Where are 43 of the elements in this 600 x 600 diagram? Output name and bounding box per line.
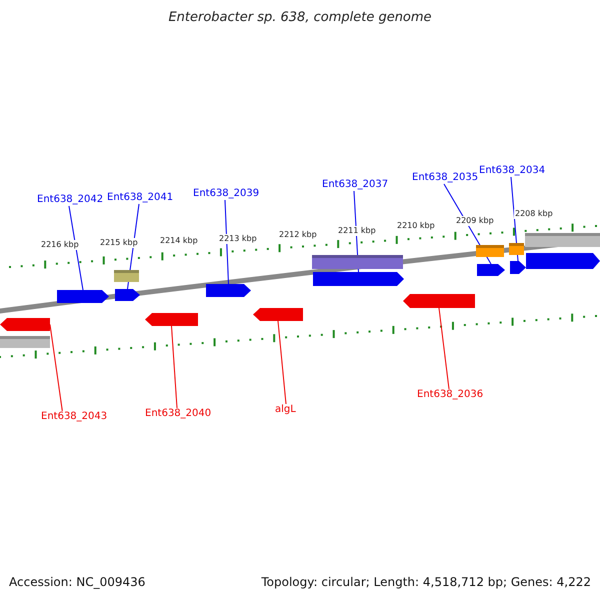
scale-label: 2214 kbp bbox=[159, 236, 199, 246]
feature-bar bbox=[114, 270, 139, 282]
feature-bar bbox=[525, 233, 600, 247]
feature-bar bbox=[0, 336, 50, 348]
footer-text: Topology: circular; Length: 4,518,712 bp; Genes: 4,222 bbox=[261, 575, 591, 589]
leader-line bbox=[510, 176, 518, 262]
scale-label: 2212 kbp bbox=[278, 230, 318, 240]
scale-label: 2210 kbp bbox=[396, 221, 436, 231]
gene-symbol bbox=[57, 290, 109, 303]
scale-label: 2216 kbp bbox=[40, 240, 80, 250]
gene-label: Ent638_2035 bbox=[412, 172, 478, 184]
leader-line bbox=[224, 200, 229, 284]
gene-symbol bbox=[206, 284, 251, 297]
footer-text: Accession: NC_009436 bbox=[9, 575, 146, 589]
gene-label: Ent638_2037 bbox=[322, 179, 388, 191]
gene-symbol bbox=[477, 264, 505, 276]
leader-line bbox=[278, 320, 286, 404]
gene-symbol bbox=[403, 294, 475, 308]
leader-line bbox=[438, 308, 450, 390]
gene-label: Ent638_2040 bbox=[145, 408, 212, 420]
gene-label: Ent638_2036 bbox=[417, 389, 484, 401]
scale-label: 2209 kbp bbox=[455, 216, 495, 226]
diagram-title: Enterobacter sp. 638, complete genome bbox=[167, 10, 433, 25]
gene-label: algL bbox=[275, 404, 296, 416]
scale-label: 2215 kbp bbox=[99, 238, 139, 248]
gene-symbol bbox=[313, 272, 404, 286]
gene-label: Ent638_2041 bbox=[107, 192, 174, 204]
scale-label: 2213 kbp bbox=[218, 234, 258, 244]
leader-line bbox=[171, 326, 178, 408]
gene-symbol bbox=[0, 318, 50, 331]
scale-label: 2208 kbp bbox=[514, 209, 554, 219]
gene-symbol bbox=[115, 289, 140, 301]
feature-bar bbox=[509, 243, 524, 255]
gene-label: Ent638_2043 bbox=[41, 411, 108, 423]
leader-line bbox=[68, 206, 84, 290]
gene-label: Ent638_2034 bbox=[479, 165, 546, 177]
feature-bar bbox=[476, 245, 504, 257]
scale-label: 2211 kbp bbox=[337, 226, 377, 236]
feature-bar bbox=[312, 255, 403, 269]
gene-label: Ent638_2039 bbox=[193, 188, 260, 200]
gene-symbol bbox=[510, 261, 526, 274]
gene-symbol bbox=[253, 308, 303, 321]
gene-label: Ent638_2042 bbox=[37, 194, 104, 206]
